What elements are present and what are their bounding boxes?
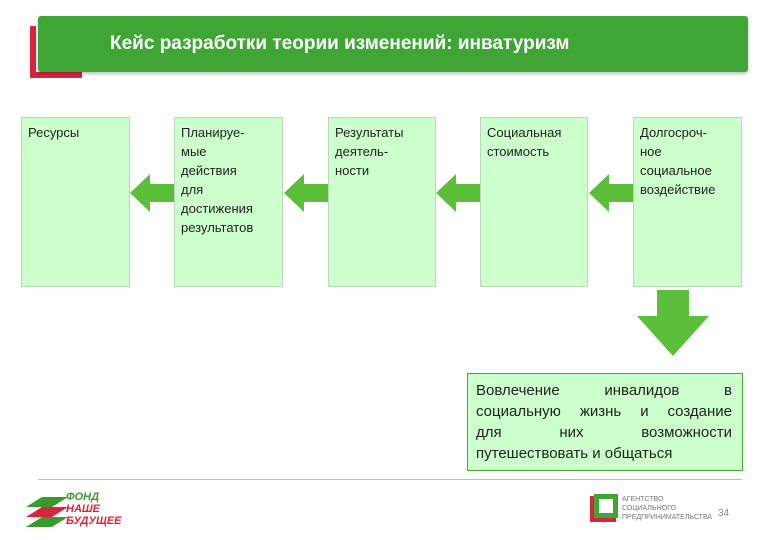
chain-box-activity-results: Результаты деятель- ности: [328, 117, 436, 287]
chain-box-label: Планируе- мые действия для достижения ре…: [181, 125, 254, 235]
chain-box-label: Социальная стоимость: [487, 125, 562, 159]
page-number: 34: [718, 508, 730, 519]
fond-logo-text: ФОНД НАШЕ БУДУЩЕЕ: [66, 491, 126, 527]
agency-logo-line: ПРЕДПРИНИМАТЕЛЬСТВА: [622, 514, 713, 521]
footer-divider: [38, 479, 742, 480]
outcome-line: социальную жизнь и создание: [476, 403, 732, 420]
arrow-down-icon: [637, 290, 709, 356]
chain-box-label: Ресурсы: [28, 125, 80, 140]
agency-logo-text: АГЕНТСТВО СОЦИАЛЬНОГО ПРЕДПРИНИМАТЕЛЬСТВ…: [622, 495, 722, 522]
outcome-line: для них возможности: [476, 424, 732, 441]
fond-logo-line: БУДУЩЕЕ: [66, 515, 122, 527]
outcome-line: Вовлечение инвалидов в: [476, 382, 732, 399]
agency-logo-icon: [590, 494, 618, 522]
chain-box-social-value: Социальная стоимость: [480, 117, 588, 287]
arrow-left-icon: [130, 174, 174, 212]
chain-box-label: Результаты деятель- ности: [335, 125, 404, 178]
outcome-box: Вовлечение инвалидов в социальную жизнь …: [467, 373, 743, 471]
page-title: Кейс разработки теории изменений: инвату…: [110, 33, 570, 54]
chain-box-planned-actions: Планируе- мые действия для достижения ре…: [174, 117, 283, 287]
header-bar: [38, 16, 748, 72]
chain-box-long-term-impact: Долгосроч- ное социальное воздействие: [633, 117, 742, 287]
fond-logo-line: НАШЕ: [66, 503, 100, 515]
outcome-line: путешествовать и общаться: [476, 445, 673, 462]
arrow-left-icon: [589, 174, 633, 212]
fond-logo-icon: [26, 497, 68, 527]
chain-box-resources: Ресурсы: [21, 117, 130, 287]
arrow-left-icon: [284, 174, 328, 212]
agency-logo-line: АГЕНТСТВО: [622, 496, 664, 503]
agency-logo-line: СОЦИАЛЬНОГО: [622, 505, 676, 512]
fond-logo-line: ФОНД: [66, 491, 100, 503]
chain-box-label: Долгосроч- ное социальное воздействие: [640, 125, 716, 197]
arrow-left-icon: [436, 174, 480, 212]
